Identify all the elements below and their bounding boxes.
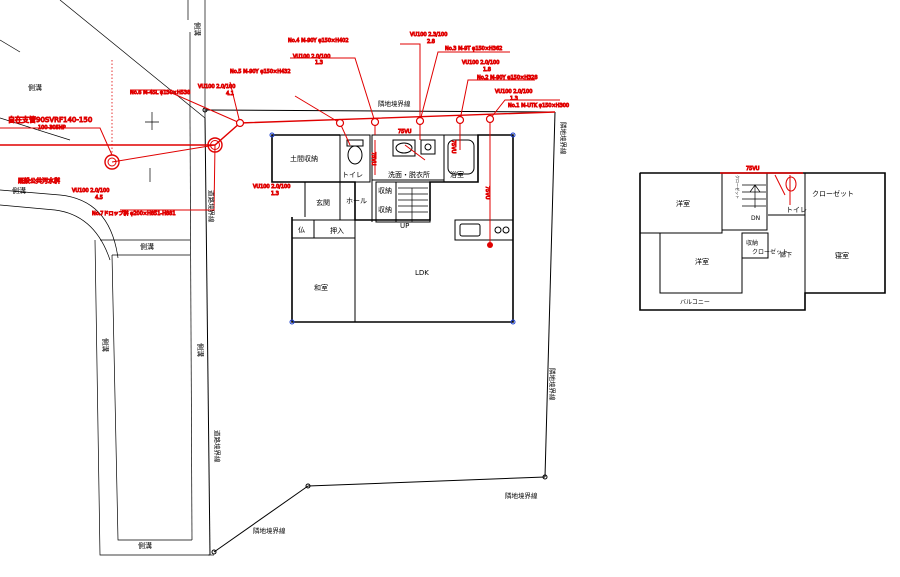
neighbor-boundary-label-5: 隣地境界線 <box>253 526 286 535</box>
pipe-label-p12: VU100 2.0/100 <box>495 89 532 95</box>
room-corridor: 廊下 <box>780 251 792 259</box>
vu75-label-2: 75VU <box>370 152 376 166</box>
room-closet-small: クローゼット <box>735 175 741 199</box>
labels: 側溝 側溝 側溝 側溝 側溝 側溝 側溝 道路境界線 道路境界線 隣地境界線 隣… <box>8 22 855 550</box>
road-boundary-label-2: 道路境界線 <box>213 430 222 463</box>
side-ditch-label-1: 側溝 <box>28 83 42 92</box>
room-toilet-1f: トイレ <box>342 171 363 179</box>
drain-pipes <box>0 43 560 248</box>
room-bath: 浴室 <box>450 170 464 179</box>
pipe-label-p6-sub: 1.3 <box>315 60 323 66</box>
vu75-label-4: 75VU <box>484 186 490 200</box>
pipe-label-p4-sub: 4.1 <box>226 91 234 97</box>
vu75-label-1: 75VU <box>398 129 412 135</box>
pipe-label-p5: No.5 M-90Y φ150×H432 <box>230 69 291 75</box>
pipe-label-p10: VU100 2.0/100 <box>462 60 499 66</box>
toilet-icon <box>785 176 797 192</box>
toilet-icon <box>346 139 364 165</box>
room-toilet-2f: トイレ <box>786 206 807 214</box>
room-storage-1: 収納 <box>378 186 392 195</box>
room-balcony: バルコニー <box>680 299 710 306</box>
main-pipe-label: 自在支管90SVRF140-150 <box>8 115 92 124</box>
stair-up-label: UP <box>400 222 409 230</box>
neighbor-boundary-label-3: 隣地境界線 <box>548 368 557 401</box>
room-storage-2: 収納 <box>378 205 392 214</box>
room-storage-2f: 収納 <box>746 239 758 247</box>
stair-dn-label: DN <box>751 215 760 222</box>
room-youshitsu-2: 洋室 <box>695 257 709 266</box>
pipe-label-p1: VU100 2.0/100 <box>72 188 109 194</box>
side-ditch-label-4: 側溝 <box>140 242 154 251</box>
vu75-2f: 75VU <box>746 166 760 172</box>
room-closet-2: クローゼット <box>752 248 788 256</box>
neighbor-boundary-label-4: 隣地境界線 <box>505 491 538 500</box>
pipe-label-p6: VU100 2.0/100 <box>293 54 330 60</box>
pipe-label-p11: No.2 M-90Y φ150×H328 <box>477 75 538 81</box>
north-arrow-icon <box>145 112 159 182</box>
pipe-label-p10-sub: 1.8 <box>483 67 491 73</box>
floor1-plan <box>269 132 516 325</box>
site-boundary <box>202 107 556 555</box>
pipe-label-p12-sub: 1.3 <box>510 96 518 102</box>
room-hall: ホール <box>346 197 367 205</box>
pipe-label-p8: VU100 2.3/100 <box>410 32 447 38</box>
pipe-label-p13: No.1 M-UTK φ150×H300 <box>508 103 569 109</box>
vu75-label-3: 75VU <box>450 140 456 154</box>
pipe-label-p1-sub: 4.5 <box>95 195 103 201</box>
floor2-plan <box>639 172 886 311</box>
main-pipe-sub: 100-305HP <box>38 125 66 131</box>
side-ditch-label-7: 側溝 <box>138 541 152 550</box>
room-closet-1: クローゼット <box>812 189 854 198</box>
side-ditch-label-2: 側溝 <box>193 22 202 36</box>
neighbor-boundary-label-1: 隣地境界線 <box>378 99 411 108</box>
bathtub-icon <box>447 139 475 175</box>
room-butsudan: 仏 <box>298 226 305 234</box>
room-bedroom: 寝室 <box>835 251 849 260</box>
corner-markers <box>269 132 516 325</box>
room-youshitsu-1: 洋室 <box>676 199 690 208</box>
room-oshiire: 押入 <box>330 226 344 235</box>
room-washitsu: 和室 <box>314 283 328 292</box>
pipe-label-p14: VU100 2.0/100 <box>253 184 290 190</box>
pipe-label-p7: No.4 M-90Y φ150×H402 <box>288 38 349 44</box>
pipe-label-p14-sub: 1.3 <box>271 191 279 197</box>
pipe-label-p8-sub: 2.8 <box>427 39 435 45</box>
pipe-label-p4: VU100 2.0/100 <box>198 84 235 90</box>
side-ditch-label-6: 側溝 <box>196 343 205 357</box>
pipe-label-p9: No.3 M-9T φ150×H362 <box>445 46 502 52</box>
room-ldk: LDK <box>415 269 429 277</box>
pipe-label-p3: No.6 M-45L φ150×H538 <box>130 90 190 96</box>
side-ditch-label-5: 側溝 <box>101 338 110 352</box>
side-ditch-label-3: 側溝 <box>12 186 26 195</box>
room-entrance: 玄関 <box>316 198 330 207</box>
drain-icon <box>207 137 223 153</box>
sink-icon <box>392 139 436 157</box>
neighbor-boundary-label-2: 隣地境界線 <box>559 122 568 155</box>
manhole-icon <box>104 154 120 170</box>
public-basin-label: 既設公共汚水桝 <box>18 177 60 185</box>
road-lines <box>0 0 214 556</box>
room-dirt-storage: 土間収納 <box>290 154 318 163</box>
room-washroom: 洗面・脱衣所 <box>388 170 430 179</box>
pipe-label-p2: No.7ドロップ桝 φ200×H851-H881 <box>92 210 176 217</box>
road-boundary-label-1: 道路境界線 <box>207 190 216 223</box>
